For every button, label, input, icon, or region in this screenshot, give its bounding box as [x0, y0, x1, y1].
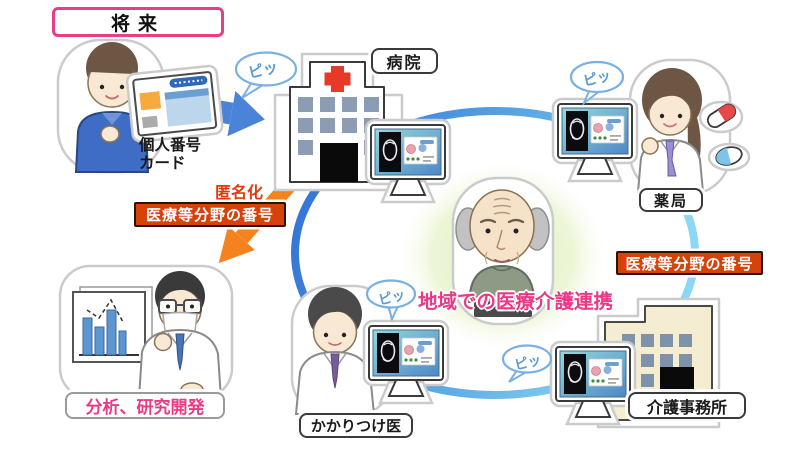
pharmacist-tie [665, 140, 677, 177]
patient-trousers [474, 302, 532, 317]
capsule-pill-icon [706, 103, 737, 129]
hospital-door [320, 143, 358, 182]
beep-bubble-pharmacy [569, 60, 625, 107]
citizen-figure [56, 38, 224, 174]
patient-face [469, 189, 535, 263]
regional-coordination-caption: 地域での医療介護連携 [418, 290, 614, 313]
beep-bubble-hospital [234, 51, 298, 99]
pharmacist-figure [628, 58, 751, 196]
family-doctor-label: かかりつけ医 [299, 413, 413, 438]
care-office-label: 介護事務所 [628, 392, 746, 419]
personal-card-label: 個人番号 カード [139, 136, 202, 172]
personal-number-card-icon [125, 64, 224, 143]
researcher-figure [58, 264, 234, 415]
hospital-building-icon [273, 52, 404, 192]
patient-shirt [466, 264, 538, 303]
hospital-label: 病院 [371, 48, 438, 74]
beep-bubble-family-doctor [365, 279, 417, 322]
future-badge: 将来 [52, 7, 224, 37]
medical-number-badge-right: 医療等分野の番号 [616, 251, 763, 275]
future-badge-label: 将来 [110, 12, 165, 35]
patient-figure [451, 176, 555, 326]
pharmacy-label: 薬局 [639, 188, 703, 212]
tablet-pill-icon [715, 146, 743, 166]
family-doctor-tie [330, 353, 340, 389]
research-label: 分析、研究開発 [65, 392, 225, 419]
citizen-hand [100, 125, 120, 143]
researcher-tie [175, 333, 185, 371]
pharmacist-hand [641, 137, 659, 155]
anonymization-label: 匿名化 [215, 183, 264, 202]
beep-bubble-care-office [501, 344, 553, 383]
medical-number-badge-left: 医療等分野の番号 [134, 202, 286, 227]
family-doctor-figure [290, 284, 394, 418]
pharmacy-monitor-icon [551, 97, 639, 183]
researcher-hand [153, 332, 173, 352]
